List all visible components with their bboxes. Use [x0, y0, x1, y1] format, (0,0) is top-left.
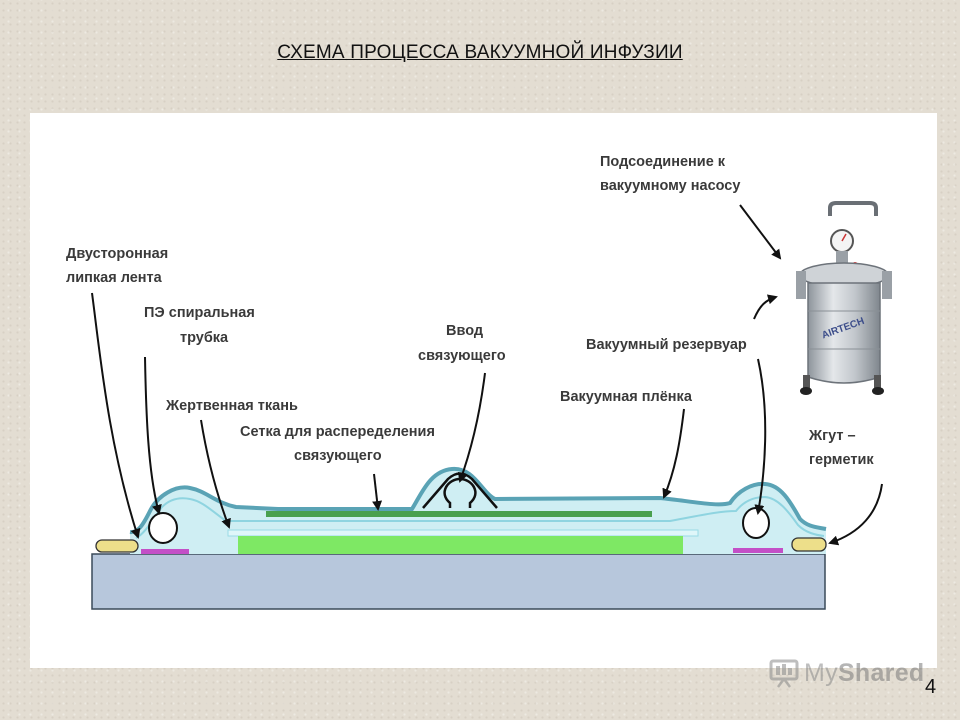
page-number: 4 — [925, 676, 937, 698]
label-double-tape: Двусторонная липкая лента — [66, 246, 172, 286]
label-spiral-tube-line2: трубка — [180, 330, 229, 346]
label-spiral-tube: ПЭ спиральная трубка — [144, 305, 259, 346]
label-peel-ply: Жертвенная ткань — [165, 398, 298, 414]
sealant-right — [791, 537, 827, 552]
spiral-tube-right — [742, 507, 770, 539]
arrow-mesh — [372, 473, 383, 511]
mold-base — [91, 553, 826, 610]
label-mesh-line1: Сетка для распеределения — [240, 424, 435, 440]
arrow-peel-ply — [200, 419, 231, 529]
diagram-panel: AIRTECH Подсоединение к вакуумному насос… — [30, 113, 937, 668]
vacuum-film — [129, 466, 827, 535]
label-double-tape-line2: липкая лента — [66, 270, 163, 286]
label-spiral-tube-line1: ПЭ спиральная — [144, 305, 255, 321]
label-double-tape-line1: Двусторонная — [66, 246, 168, 262]
label-mesh-line2: связующего — [294, 448, 382, 464]
watermark-text-part1: My — [804, 658, 838, 687]
vacuum-reservoir — [796, 201, 892, 395]
arrow-to-reservoir — [753, 294, 778, 320]
label-vacuum-film: Вакуумная плёнка — [560, 389, 693, 405]
arrow-spiral-tube — [144, 356, 162, 515]
tape-right — [733, 548, 783, 553]
distribution-mesh — [266, 511, 652, 517]
arrow-vacuum-reservoir — [754, 358, 767, 515]
arrow-sealant — [828, 483, 883, 546]
label-sealant-line2: герметик — [809, 452, 874, 468]
sealant-left — [95, 539, 139, 553]
slide-title: СХЕМА ПРОЦЕССА ВАКУУМНОЙ ИНФУЗИИ — [277, 42, 683, 63]
bag-inner-line — [135, 495, 825, 539]
watermark-presentation-icon — [769, 659, 799, 688]
label-pump-connection-line1: Подсоединение к — [600, 154, 726, 170]
watermark-logo: MyShared — [768, 656, 928, 690]
label-sealant-line1: Жгут – — [808, 428, 856, 444]
tape-left — [141, 549, 189, 554]
laminate-layer — [238, 536, 683, 554]
label-pump-connection: Подсоединение к вакуумному насосу — [600, 154, 740, 194]
vacuum-infusion-diagram: AIRTECH Подсоединение к вакуумному насос… — [66, 154, 892, 610]
arrow-pump-connection — [739, 204, 782, 260]
label-resin-inlet: Ввод связующего — [418, 323, 506, 364]
label-resin-inlet-line1: Ввод — [446, 323, 483, 339]
spiral-tube-left — [148, 512, 178, 544]
label-distribution-mesh: Сетка для распеределения связующего — [240, 424, 439, 464]
arrow-double-tape — [91, 292, 141, 539]
watermark-text-part2: Shared — [837, 658, 925, 687]
arrow-resin-inlet — [458, 372, 486, 483]
label-pump-connection-line2: вакуумному насосу — [600, 178, 740, 194]
arrow-vacuum-film — [662, 408, 685, 499]
peel-ply — [227, 529, 699, 537]
label-vacuum-reservoir: Вакуумный резервуар — [586, 337, 747, 353]
label-resin-inlet-line2: связующего — [418, 348, 506, 364]
label-sealant: Жгут – герметик — [808, 428, 874, 468]
watermark-text: MyShared — [804, 659, 925, 688]
